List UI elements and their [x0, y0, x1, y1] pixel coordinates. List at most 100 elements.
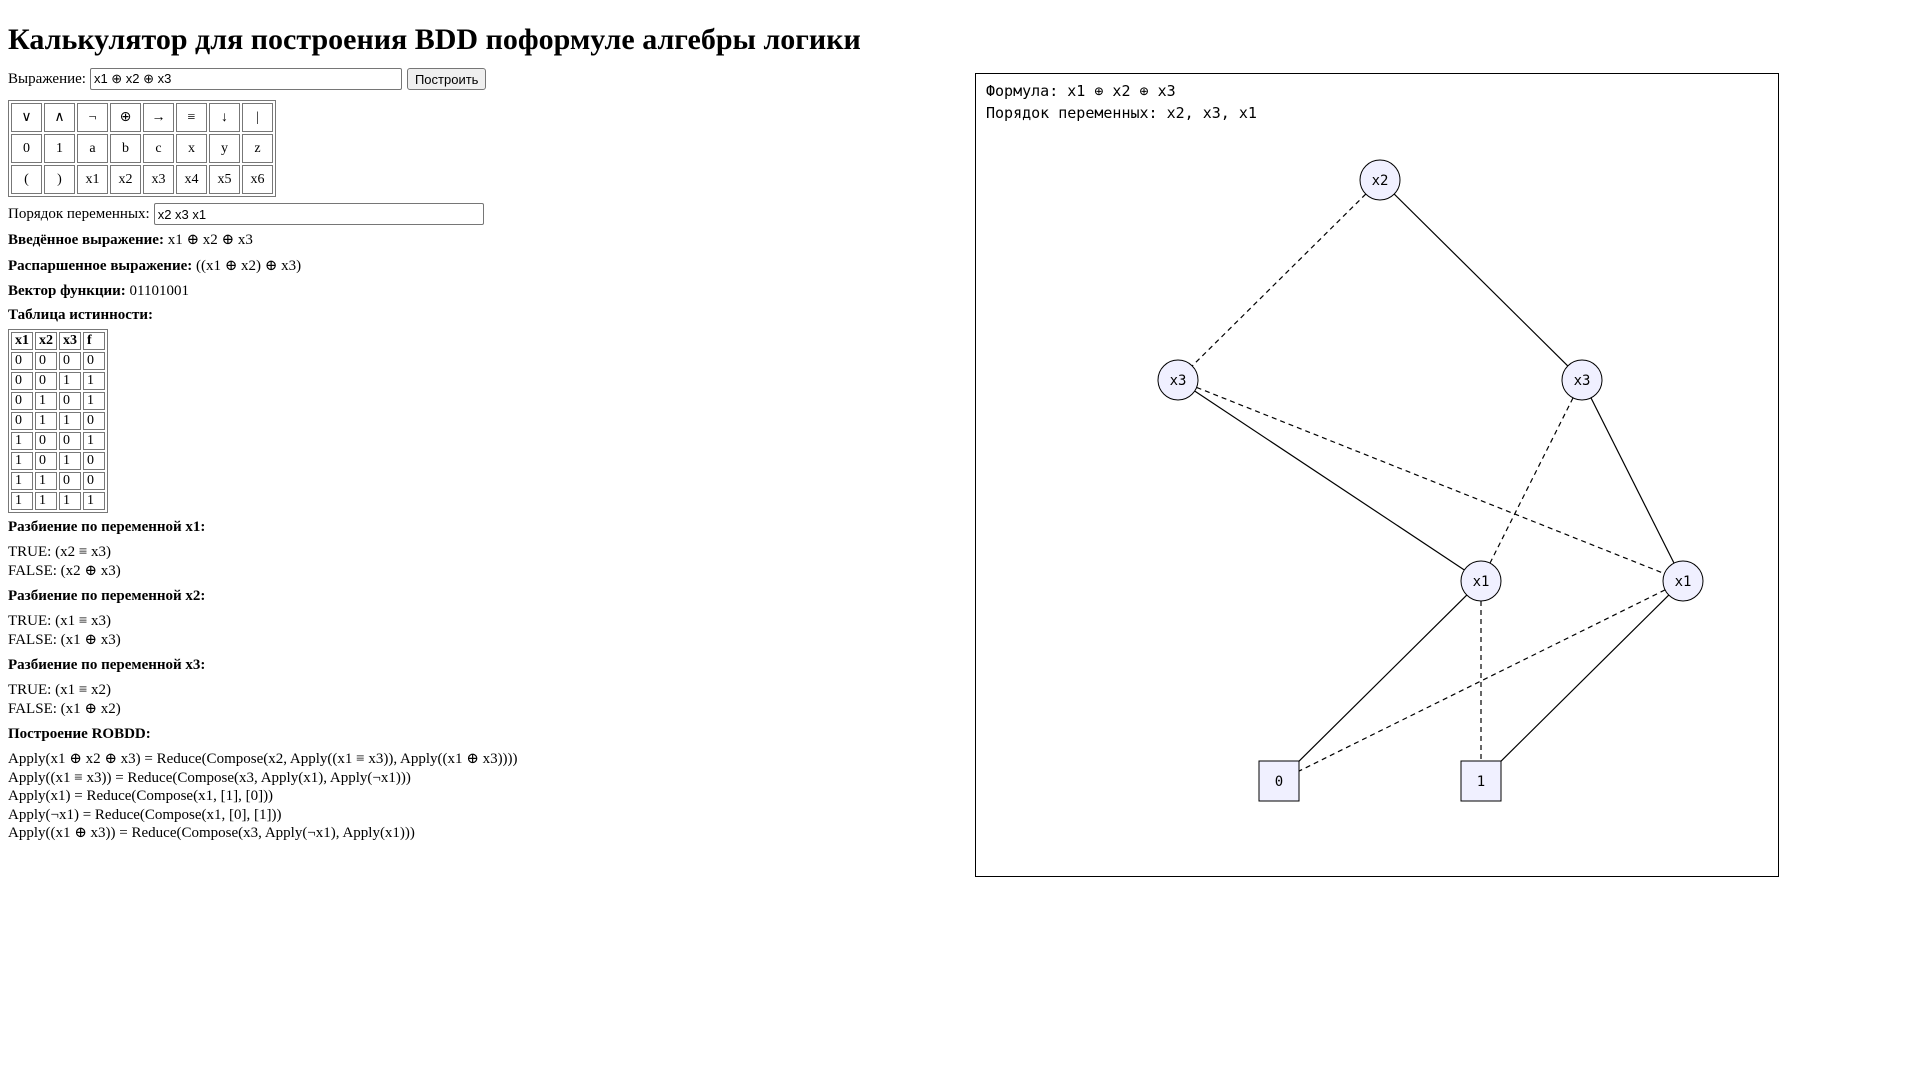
truth-table-cell: 0: [35, 432, 57, 450]
bdd-node-label: 1: [1477, 774, 1485, 790]
truth-table-cell: 0: [59, 432, 81, 450]
expression-input[interactable]: [89, 68, 402, 90]
bdd-high-edge: [1194, 390, 1465, 571]
bdd-variable-node: x3: [1157, 359, 1199, 401]
bdd-low-edge: [1298, 589, 1666, 772]
symbol-key[interactable]: x5: [209, 165, 240, 194]
truth-table-cell: 1: [59, 492, 81, 510]
entered-expression: Введённое выражение: x1 ⊕ x2 ⊕ x3: [8, 231, 968, 250]
split-false: FALSE: (x1 ⊕ x2): [8, 700, 121, 717]
truth-table-cell: 1: [59, 452, 81, 470]
truth-table-cell: 0: [35, 452, 57, 470]
symbol-key[interactable]: ↓: [209, 103, 240, 132]
symbol-key[interactable]: (: [11, 165, 42, 194]
bdd-node-label: x1: [1675, 574, 1692, 590]
symbol-key[interactable]: ): [44, 165, 75, 194]
symbol-key[interactable]: x4: [176, 165, 207, 194]
symbol-key[interactable]: ≡: [176, 103, 207, 132]
bdd-low-edge: [1196, 386, 1665, 575]
truth-table-cell: 0: [11, 412, 33, 430]
truth-table-header: f: [83, 332, 105, 350]
bdd-node-label: x3: [1574, 373, 1591, 389]
split-true: TRUE: (x1 ≡ x3): [8, 613, 112, 629]
split-title: Разбиение по переменной x2:: [8, 588, 206, 604]
expression-row: Выражение: Построить: [8, 68, 968, 90]
truth-table-cell: 1: [59, 412, 81, 430]
expression-label: Выражение:: [8, 70, 86, 87]
split-false: FALSE: (x2 ⊕ x3): [8, 562, 121, 579]
symbol-key[interactable]: b: [110, 134, 141, 163]
symbol-key[interactable]: x: [176, 134, 207, 163]
truth-table-cell: 0: [11, 372, 33, 390]
symbol-key[interactable]: ⊕: [110, 103, 141, 132]
symbol-key[interactable]: ¬: [77, 103, 108, 132]
truth-table-cell: 1: [83, 392, 105, 410]
truth-table-cell: 1: [11, 492, 33, 510]
truth-table-cell: 0: [83, 452, 105, 470]
parsed-expression: Распаршенное выражение: ((x1 ⊕ x2) ⊕ x3): [8, 257, 968, 276]
truth-table-cell: 1: [35, 392, 57, 410]
left-column: Калькулятор для построения BDD поформуле…: [8, 0, 968, 843]
split-title: Разбиение по переменной x1:: [8, 519, 206, 535]
symbol-key[interactable]: 1: [44, 134, 75, 163]
symbol-key[interactable]: c: [143, 134, 174, 163]
symbol-key[interactable]: 0: [11, 134, 42, 163]
variable-order-input[interactable]: [153, 203, 484, 225]
symbol-key[interactable]: →: [143, 103, 174, 132]
parsed-label: Распаршенное выражение:: [8, 258, 193, 274]
build-button[interactable]: Построить: [406, 68, 487, 90]
robdd-step: Apply(x1) = Reduce(Compose(x1, [1], [0])…: [8, 788, 274, 804]
bdd-high-edge: [1590, 397, 1675, 564]
robdd-step: Apply((x1 ⊕ x3)) = Reduce(Compose(x3, Ap…: [8, 825, 415, 841]
robdd-step: Apply(x1 ⊕ x2 ⊕ x3) = Reduce(Compose(x2,…: [8, 751, 518, 767]
truth-table-header: x1: [11, 332, 33, 350]
bdd-terminal-node: 0: [1258, 760, 1300, 802]
truth-table-cell: 0: [35, 372, 57, 390]
bdd-low-edge: [1489, 397, 1574, 564]
symbol-key[interactable]: x1: [77, 165, 108, 194]
splits-section: Разбиение по переменной x1:TRUE: (x2 ≡ x…: [8, 518, 968, 718]
symbol-key[interactable]: x2: [110, 165, 141, 194]
robdd-step: Apply(¬x1) = Reduce(Compose(x1, [0], [1]…: [8, 806, 282, 823]
symbol-key[interactable]: a: [77, 134, 108, 163]
bdd-high-edge: [1393, 193, 1569, 367]
bdd-variable-node: x3: [1561, 359, 1603, 401]
bdd-node-label: x1: [1473, 574, 1490, 590]
symbol-key[interactable]: ∧: [44, 103, 75, 132]
bdd-node-label: 0: [1275, 774, 1283, 790]
symbol-key[interactable]: ∨: [11, 103, 42, 132]
symbol-key[interactable]: x3: [143, 165, 174, 194]
truth-table-cell: 1: [11, 472, 33, 490]
symbol-key[interactable]: |: [242, 103, 273, 132]
split-false: FALSE: (x1 ⊕ x3): [8, 631, 121, 648]
symbol-key[interactable]: x6: [242, 165, 273, 194]
truth-table-cell: 1: [83, 372, 105, 390]
vector-label: Вектор функции:: [8, 283, 126, 299]
truth-table-cell: 0: [11, 392, 33, 410]
truth-table-header: x2: [35, 332, 57, 350]
parsed-value: ((x1 ⊕ x2) ⊕ x3): [196, 258, 302, 274]
truth-table-cell: 0: [83, 412, 105, 430]
split-title: Разбиение по переменной x3:: [8, 657, 206, 673]
truth-table-cell: 0: [83, 472, 105, 490]
truth-table-cell: 0: [59, 352, 81, 370]
truth-table-cell: 0: [11, 352, 33, 370]
symbol-key[interactable]: y: [209, 134, 240, 163]
symbol-key[interactable]: z: [242, 134, 273, 163]
truth-table-cell: 1: [59, 372, 81, 390]
entered-value: x1 ⊕ x2 ⊕ x3: [167, 232, 253, 248]
truth-table-cell: 1: [35, 472, 57, 490]
truth-table-cell: 1: [35, 412, 57, 430]
function-vector: Вектор функции: 01101001: [8, 282, 968, 301]
bdd-terminal-node: 1: [1460, 760, 1502, 802]
bdd-variable-node: x1: [1662, 560, 1704, 602]
bdd-high-edge: [1298, 594, 1468, 762]
